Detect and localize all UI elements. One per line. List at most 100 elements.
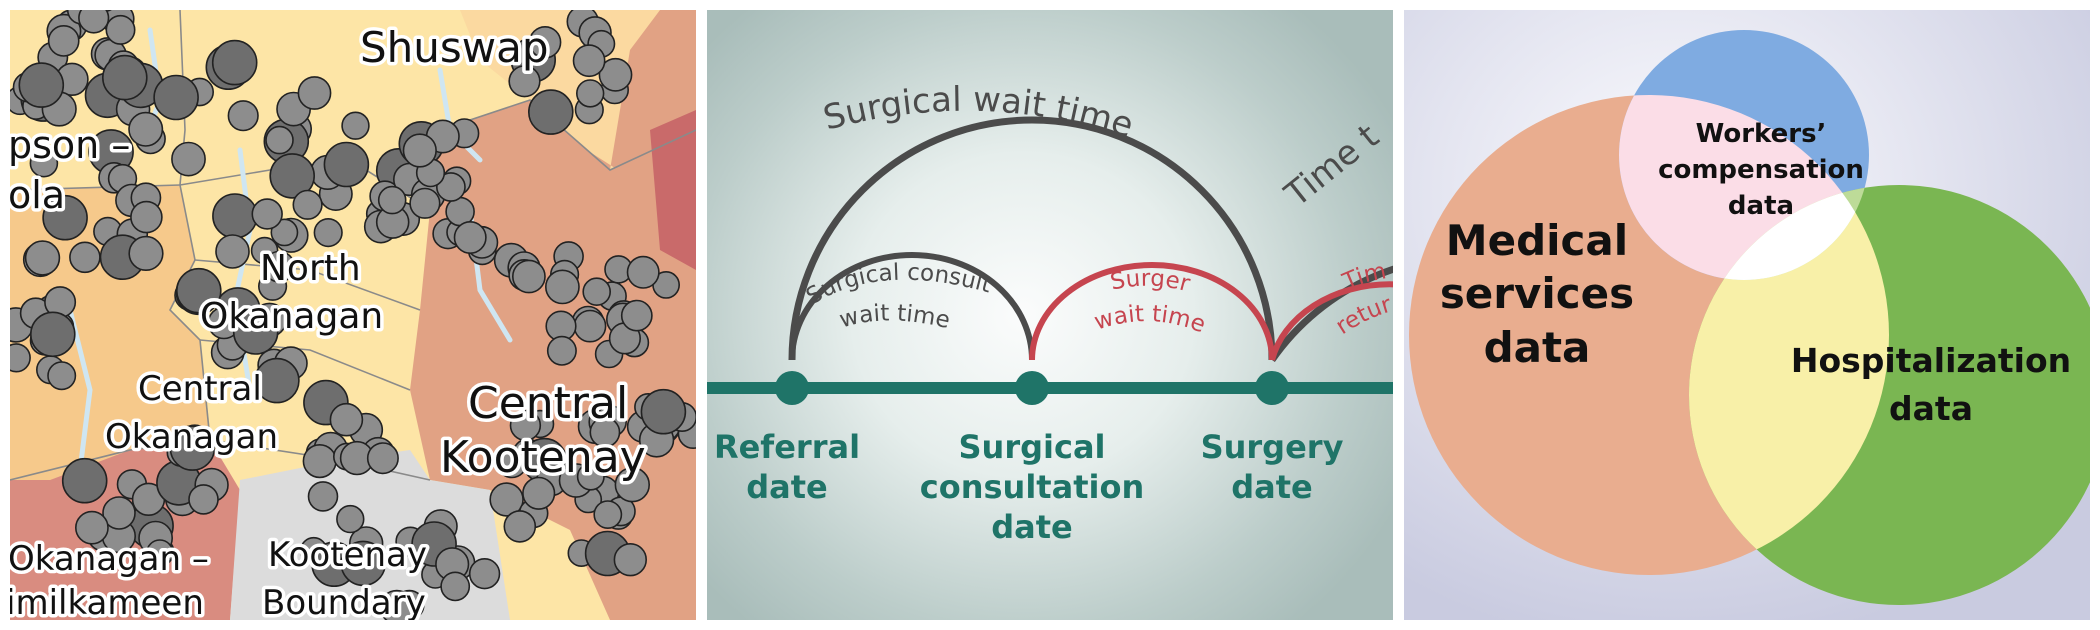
surgical-wait-label: Surgical wait time <box>819 80 1138 146</box>
map-point-marker <box>313 218 343 248</box>
map-point-marker <box>212 193 258 239</box>
map-point-marker <box>545 269 580 305</box>
hospitalization-label-1: Hospitalization <box>1791 341 2071 380</box>
map-label-thompson-2: ola <box>10 173 65 217</box>
surgery-label-2: date <box>1231 468 1313 506</box>
consultation-label-3: date <box>991 508 1073 546</box>
referral-label-2: date <box>746 468 828 506</box>
map-point-marker <box>323 141 370 188</box>
map-point-marker <box>153 74 199 121</box>
map-point-marker <box>78 10 110 34</box>
map-point-marker <box>254 357 300 404</box>
map-point-marker <box>292 189 323 220</box>
map-point-marker <box>512 259 546 294</box>
surgical-timeline-diagram: Surgical wait time Time t Surgical consu… <box>707 10 1393 546</box>
consultation-label-1: Surgical <box>958 428 1105 466</box>
map-point-marker <box>176 267 222 314</box>
map-point-marker <box>527 89 574 135</box>
map-point-marker <box>593 500 623 530</box>
medical-hospitalization-overlap <box>1689 185 1889 575</box>
map-point-marker <box>468 557 501 590</box>
map-label-central-okanagan-1: Central <box>138 369 262 409</box>
map-point-marker <box>24 240 61 276</box>
map-label-north-okanagan-1: North <box>260 248 361 289</box>
map-point-marker <box>340 540 387 587</box>
map-point-marker <box>69 241 101 274</box>
map-point-marker <box>453 221 487 255</box>
surgery-wait-arc <box>1029 262 1275 361</box>
medical-label-2: services <box>1440 269 1634 318</box>
map-label-okanagan-similkameen-1: Okanagan – <box>10 539 209 579</box>
map-point-marker <box>29 148 59 178</box>
workers-label-3: data <box>1728 191 1794 221</box>
map-panel: Shuswap pson – ola North Okanagan Centra… <box>10 10 696 620</box>
map-label-okanagan-similkameen-2: imilkameen <box>10 583 204 620</box>
map-point-marker <box>75 510 109 545</box>
return-arc <box>1269 281 1393 361</box>
map-point-marker <box>435 172 466 202</box>
map-point-marker <box>528 25 562 59</box>
consult-wait-arc <box>789 252 1035 361</box>
map-point-marker <box>573 309 607 343</box>
map-point-marker <box>102 496 136 530</box>
map-label-kootenay-boundary-1: Kootenay <box>268 535 427 575</box>
workers-label-1: Workers’ <box>1696 119 1827 149</box>
map-point-marker <box>598 57 633 92</box>
regional-map: Shuswap pson – ola North Okanagan Centra… <box>10 10 696 620</box>
map-point-marker <box>626 255 660 289</box>
map-point-marker <box>329 402 364 437</box>
hospitalization-label-2: data <box>1889 389 1973 428</box>
map-point-marker <box>489 482 524 517</box>
map-point-marker <box>146 539 174 567</box>
map-point-marker <box>128 235 164 271</box>
map-point-marker <box>171 141 206 177</box>
map-point-marker <box>409 187 441 219</box>
map-point-marker <box>269 153 316 199</box>
consult-wait-label-2: wait time <box>837 300 953 334</box>
timeline-panel: Surgical wait time Time t Surgical consu… <box>707 10 1393 620</box>
map-point-marker <box>522 476 556 510</box>
map-point-marker <box>263 250 296 283</box>
map-point-marker <box>307 481 339 512</box>
time-to-label: Time t <box>1277 117 1387 216</box>
map-point-marker <box>215 234 250 269</box>
map-point-marker <box>130 200 163 234</box>
map-point-marker <box>440 571 471 602</box>
region-red-east <box>650 110 696 270</box>
map-label-central-okanagan-2: Okanagan <box>105 417 278 457</box>
map-point-marker <box>508 65 541 98</box>
venn-panel: Medical services data Workers’ compensat… <box>1404 10 2090 620</box>
map-point-marker <box>47 361 77 391</box>
map-point-marker <box>128 111 164 147</box>
map-point-marker <box>341 111 370 140</box>
consultation-label-2: consultation <box>920 468 1144 506</box>
map-point-marker <box>572 44 606 78</box>
map-point-marker <box>227 100 259 132</box>
map-point-marker <box>614 467 650 503</box>
medical-label-3: data <box>1484 323 1591 372</box>
map-label-central-kootenay-1: Central <box>468 378 628 429</box>
map-point-marker <box>582 277 612 307</box>
map-label-north-okanagan-2: Okanagan <box>200 296 383 337</box>
workers-label-2: compensation <box>1658 155 1864 185</box>
surgery-wait-label-1: Surgery <box>707 10 1193 297</box>
map-point-marker <box>42 194 88 241</box>
map-point-marker <box>102 54 148 101</box>
referral-label-1: Referral <box>714 428 860 466</box>
map-point-marker <box>10 343 31 373</box>
map-point-marker <box>366 442 399 475</box>
medical-label-1: Medical <box>1446 216 1628 265</box>
map-point-marker <box>265 125 294 155</box>
referral-node <box>775 371 809 405</box>
map-point-marker <box>29 311 76 358</box>
map-point-marker <box>546 335 577 366</box>
time-to-arc <box>1269 265 1393 362</box>
map-point-marker <box>336 504 365 534</box>
map-label-central-kootenay-2: Kootenay <box>440 432 646 483</box>
data-sources-venn: Medical services data Workers’ compensat… <box>1409 30 2090 605</box>
map-point-markers <box>10 10 696 620</box>
map-point-marker <box>105 14 136 45</box>
map-point-marker <box>251 198 283 230</box>
map-point-marker <box>188 484 219 515</box>
map-point-marker <box>61 457 108 504</box>
